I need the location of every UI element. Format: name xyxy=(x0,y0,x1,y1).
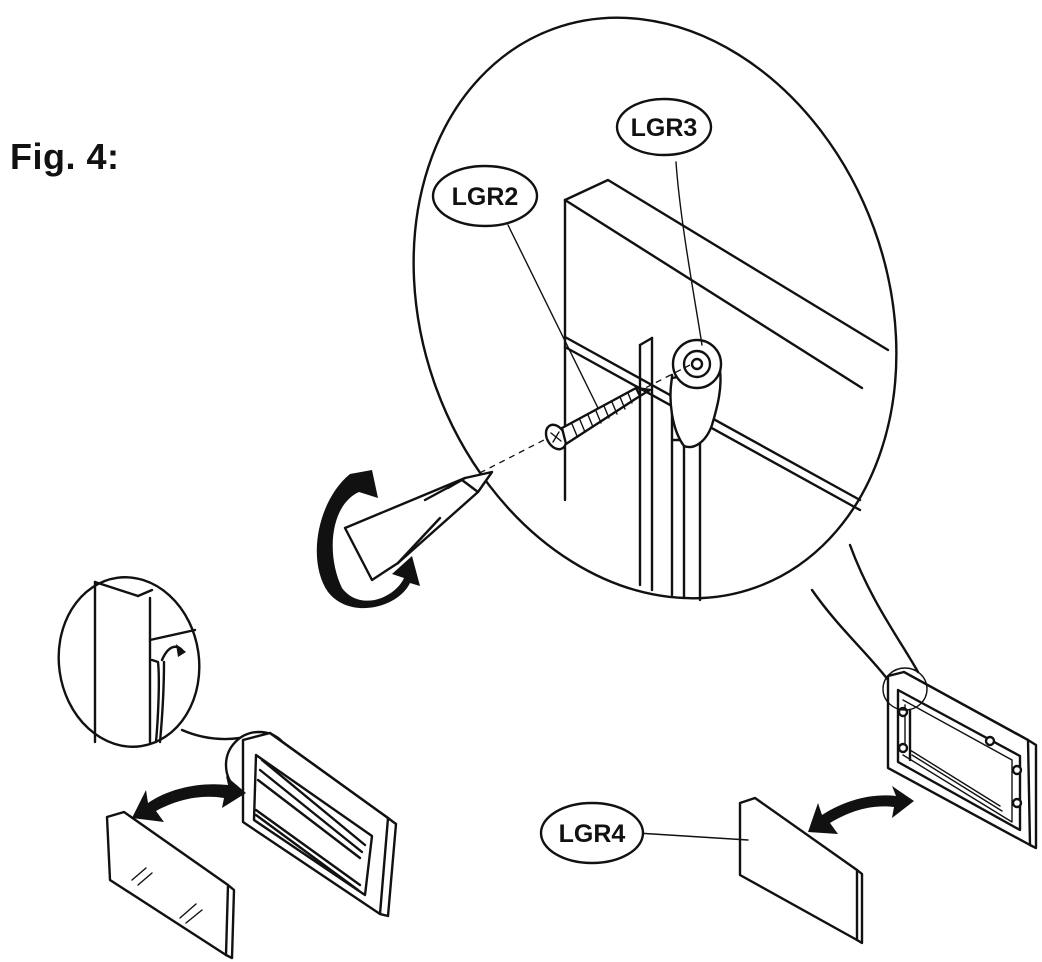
turn-button-lgr3 xyxy=(669,338,723,449)
callout-lgr2: LGR2 xyxy=(431,164,599,409)
backing-board-lgr4 xyxy=(738,796,864,945)
callout-lgr3-label: LGR3 xyxy=(631,114,698,142)
magnifier-small xyxy=(57,576,242,748)
rotate-arrow-icon xyxy=(316,470,420,609)
screw-lgr2 xyxy=(469,364,691,479)
curved-double-arrow-icon-right xyxy=(808,786,914,834)
callout-lgr4-label: LGR4 xyxy=(559,820,626,848)
screwdriver xyxy=(343,470,494,582)
magnified-frame-corner xyxy=(563,178,890,602)
callout-lgr2-label: LGR2 xyxy=(452,183,519,211)
right-frame xyxy=(882,667,1038,850)
curved-double-arrow-icon xyxy=(132,776,246,822)
left-frame xyxy=(224,730,398,918)
left-glass-pane xyxy=(105,810,236,960)
callout-lgr3: LGR3 xyxy=(615,97,713,346)
figure-title: Fig. 4: xyxy=(10,136,120,177)
callout-lgr4: LGR4 xyxy=(539,801,749,865)
